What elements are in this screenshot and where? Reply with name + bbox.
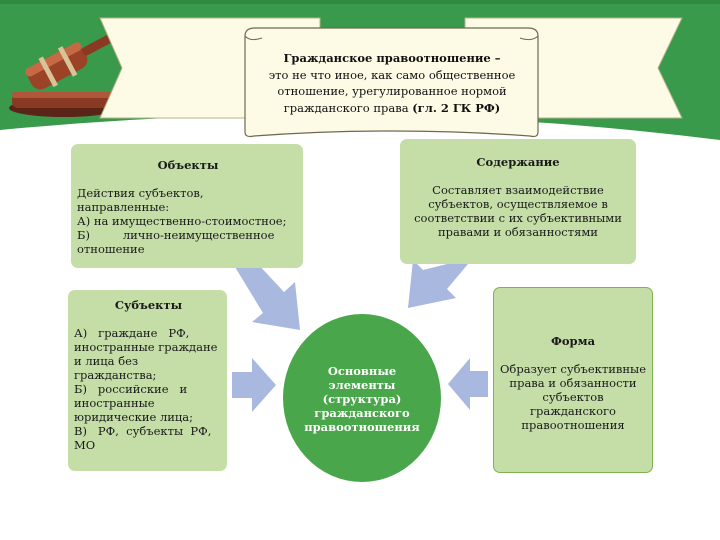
form-line-3: субъектов гражданского [530,390,616,418]
arrow-content [408,260,468,308]
form-title: Форма [550,334,596,348]
definition-scroll [99,17,683,138]
arrow-objects [232,262,300,330]
form-line-2: права и обязанности [509,376,637,390]
subjects-line-4: Б) российские и [74,382,188,396]
content-box: Содержание Составляет взаимодействие суб… [400,139,636,264]
subjects-line-2: иностранные граждане [74,340,218,354]
definition-line-3: гражданского права (гл. 2 ГК РФ) [283,100,501,115]
objects-line-1: Действия субъектов, направленные: [77,186,204,214]
arrow-subjects [232,358,276,412]
subjects-line-6: юридические лица; [74,410,194,424]
arrow-form [448,358,488,410]
form-line-1: Образует субъективные [500,362,646,376]
definition-line-1: это не что иное, как само общественное [268,67,516,82]
form-line-4: правоотношения [521,418,625,432]
objects-line-4: отношение [77,242,145,256]
content-line-4: правами и обязанностями [438,225,598,239]
content-line-3: соответствии с их субъективными [414,211,622,225]
center-line-2: элементы [328,378,396,392]
subjects-box: Субъекты А) граждане РФ, иностранные гра… [68,290,227,471]
definition-text: Гражданское правоотношение – это не что … [262,50,522,116]
center-line-3: (структура) [322,392,402,406]
center-text: Основные элементы (структура) гражданско… [283,364,441,434]
center-line-5: правоотношения [304,420,420,434]
content-line-2: субъектов, осуществляемое в [428,197,608,211]
definition-title: Гражданское правоотношение – [283,51,501,65]
center-line-1: Основные [327,364,397,378]
definition-ref: (гл. 2 ГК РФ) [412,100,501,115]
content-title: Содержание [476,155,560,169]
subjects-line-7: В) РФ, субъекты РФ, [74,424,212,438]
definition-line-2: отношение, урегулированное нормой [277,84,507,98]
center-circle [283,314,441,482]
objects-line-2: А) на имущественно-стоимостное; [77,214,287,228]
subjects-title: Субъекты [114,298,183,312]
subjects-line-3: и лица без гражданства; [74,354,157,382]
form-box: Форма Образует субъективные права и обяз… [493,287,653,473]
objects-line-3: Б) лично-неимущественное [77,228,275,242]
subjects-line-5: иностранные [74,396,155,410]
content-line-1: Составляет взаимодействие [432,183,604,197]
objects-title: Объекты [157,158,219,172]
objects-box: Объекты Действия субъектов, направленные… [71,144,303,268]
center-line-4: гражданского [314,406,410,420]
subjects-line-8: МО [74,438,96,452]
subjects-line-1: А) граждане РФ, [74,326,190,340]
